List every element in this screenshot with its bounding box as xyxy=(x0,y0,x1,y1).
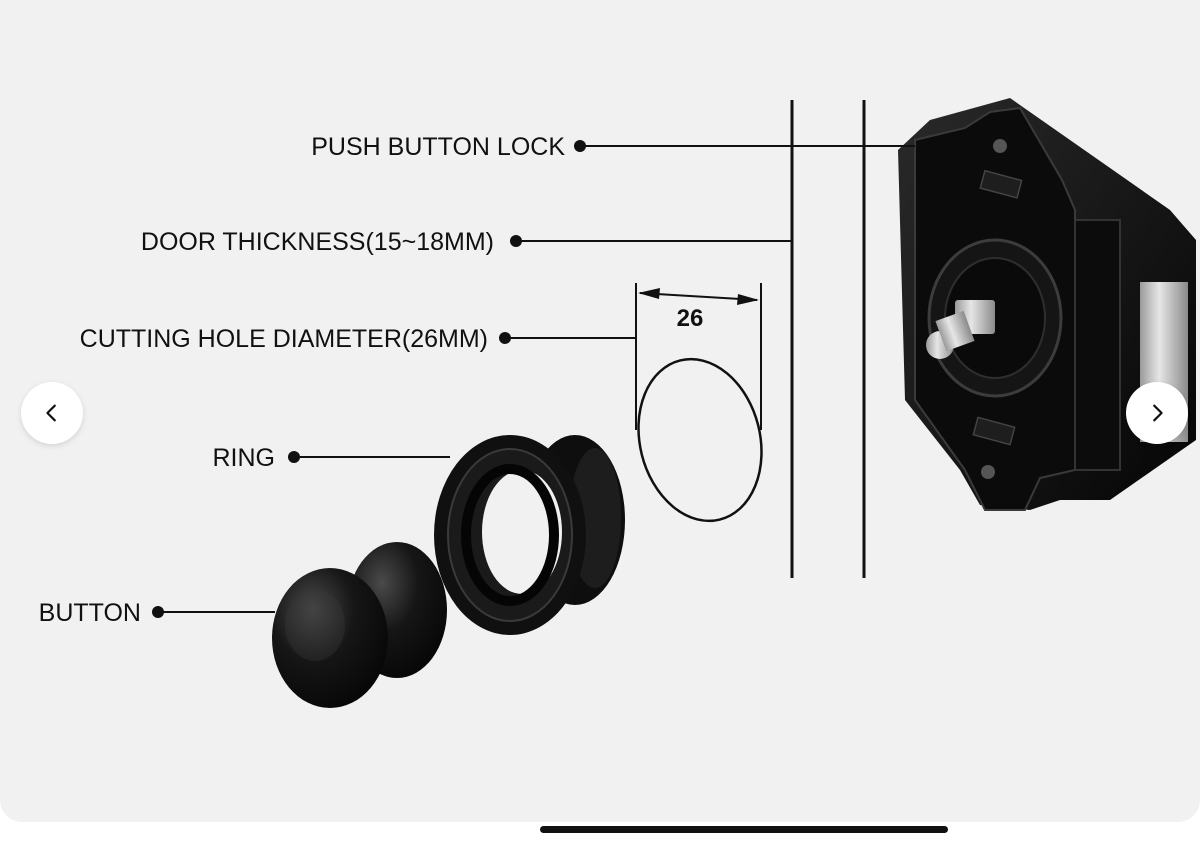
home-indicator[interactable] xyxy=(540,826,948,833)
cutting-hole-drawing: 26 xyxy=(635,283,763,523)
callout-leaders xyxy=(152,140,915,618)
lock-body-illustration xyxy=(898,98,1196,511)
label-ring: RING xyxy=(213,444,276,472)
chevron-right-icon xyxy=(1153,404,1163,422)
product-image[interactable]: 26 xyxy=(0,0,1200,822)
label-cutting-hole-diameter: CUTTING HOLE DIAMETER(26MM) xyxy=(80,325,488,353)
door-lines xyxy=(790,100,866,578)
dimension-label: 26 xyxy=(677,305,704,332)
label-door-thickness: DOOR THICKNESS(15~18MM) xyxy=(141,228,494,256)
label-button: BUTTON xyxy=(39,599,141,627)
previous-image-button[interactable] xyxy=(21,382,83,444)
chevron-left-icon xyxy=(46,404,56,422)
label-push-button-lock: PUSH BUTTON LOCK xyxy=(311,133,565,161)
next-image-button[interactable] xyxy=(1126,382,1188,444)
button-illustration xyxy=(272,542,447,708)
exploded-lock-diagram: 26 xyxy=(39,98,1196,708)
ring-illustration xyxy=(434,435,625,635)
